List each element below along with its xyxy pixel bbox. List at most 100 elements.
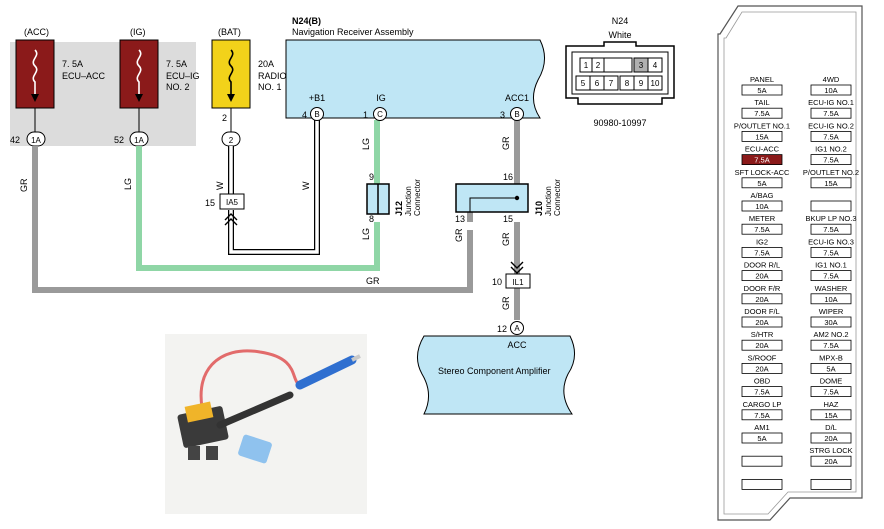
fuse-panel-left-rating: 20A [755, 272, 768, 281]
fuse-panel-right-rating: 7.5A [823, 248, 838, 257]
fuse-acc-pin: 42 [10, 135, 20, 145]
fuse-panel-left-label: DOOR R/L [744, 261, 780, 270]
receiver-body [285, 39, 545, 119]
fuse-panel-left-label: DOOR F/R [744, 284, 781, 293]
fuse-ig-name: ECU–IG [166, 71, 200, 81]
amplifier-pin-num: 12 [497, 324, 507, 334]
receiver-code: N24(B) [292, 16, 321, 26]
fuse-panel-left-rating: 20A [755, 318, 768, 327]
fuse-panel-left-label: CARGO LP [743, 400, 782, 409]
fuse-ig-name2: NO. 2 [166, 82, 190, 92]
fuse-panel-right-rating: 10A [824, 86, 837, 95]
wire-label-gr-1: GR [19, 178, 29, 192]
fuse-panel-left-rating: 7.5A [754, 156, 769, 165]
receiver-pin-acc1 [510, 107, 524, 121]
fuse-panel-left-label: A/BAG [751, 191, 774, 200]
fuse-ig-rating: 7. 5A [166, 59, 187, 69]
receiver-pin-letter-b1: B [314, 110, 319, 119]
fuse-bat-rating: 20A [258, 59, 274, 69]
ia5-pin: 15 [205, 198, 215, 208]
fuse-panel-right-rating: 7.5A [823, 341, 838, 350]
fuse-slot [810, 386, 852, 398]
fuse-panel-right-rating: 30A [824, 318, 837, 327]
wire-label-w-1: W [215, 181, 225, 190]
fuse-slot [810, 455, 852, 467]
fuse-panel-right-label: AM2 NO.2 [813, 330, 848, 339]
receiver-pin-label-ig: IG [376, 93, 386, 103]
fuse-slot [741, 246, 783, 258]
receiver-pin-num-ig: 1 [363, 110, 368, 120]
fuse-panel-left-rating: 5A [757, 179, 766, 188]
fuse-panel-left-label: AM1 [754, 423, 769, 432]
j12-pin-bottom: 8 [369, 214, 374, 224]
fuse-panel-right-label: WIPER [819, 307, 844, 316]
fuse-panel-right-rating: 7.5A [823, 272, 838, 281]
fuse-panel-right-label: WASHER [815, 284, 848, 293]
fuse-slot [810, 362, 852, 374]
connector-pin-label: 2 [596, 61, 601, 70]
receiver-pin-num-acc1: 3 [500, 110, 505, 120]
j12-pin-top: 9 [369, 172, 374, 182]
wire-label-lg-2: LG [361, 138, 371, 150]
fuse-slot-highlighted [741, 154, 783, 166]
fuse-panel-left-rating: 5A [757, 434, 766, 443]
fuse-slot [741, 432, 783, 444]
connector-color: White [608, 30, 631, 40]
fuse-panel-right-rating: 7.5A [823, 132, 838, 141]
fuse-slot [810, 223, 852, 235]
fuse-slot [810, 293, 852, 305]
wire-label-gr-5: GR [501, 296, 511, 310]
j10-sub1: Junction [544, 186, 553, 216]
wire-gr-acc [32, 146, 473, 293]
fuse-acc-rating: 7. 5A [62, 59, 83, 69]
fuse-slot [741, 84, 783, 96]
fuse-slot [741, 339, 783, 351]
connector-pin-cell [647, 57, 663, 73]
fuse-panel-right-label: HAZ [824, 400, 839, 409]
fuse-ig-circuit: (IG) [130, 27, 146, 37]
fuse-slot [741, 130, 783, 142]
fuse-acc-icon [31, 49, 39, 102]
fuse-slot [741, 200, 783, 212]
fuse-bat-circuit: (BAT) [218, 27, 241, 37]
fuse-panel-left-rating: 7.5A [754, 225, 769, 234]
j10-pin-right: 15 [503, 214, 513, 224]
connector-pin-label: 3 [639, 61, 644, 70]
fuse-bat-name2: NO. 1 [258, 82, 282, 92]
fuse-panel-left-rating: 7.5A [754, 388, 769, 397]
wire-label-w-2: W [301, 181, 311, 190]
fuse-slot [810, 154, 852, 166]
fuse-slot [741, 478, 783, 490]
receiver-pin-b1 [310, 107, 324, 121]
fuse-panel-right-rating: 20A [824, 434, 837, 443]
fuse-slot [810, 84, 852, 96]
connector-code: N24 [612, 16, 629, 26]
fuse-slot [810, 270, 852, 282]
fuse-panel-right-rating: 5A [826, 364, 835, 373]
fuse-panel-left-rating: 20A [755, 341, 768, 350]
connector-pin-label: 10 [651, 79, 660, 88]
receiver-name: Navigation Receiver Assembly [292, 27, 414, 37]
j12-code: J12 [394, 201, 404, 216]
fuse-panel-right-rating: 7.5A [823, 388, 838, 397]
wire-label-lg-1: LG [123, 178, 133, 190]
fuse-panel-left-rating: 5A [757, 86, 766, 95]
fuse-slot [810, 177, 852, 189]
fuse-panel-inner-outline [723, 11, 857, 515]
il1-box [505, 273, 531, 289]
amplifier-pin-letter: A [514, 324, 520, 333]
ia5-chevron-icon [224, 213, 238, 226]
fuse-panel-right-rating: 20A [824, 457, 837, 466]
amplifier-pin-label: ACC [507, 340, 527, 350]
receiver-pin-ig [373, 107, 387, 121]
fuse-panel-left-label: DOOR F/L [744, 307, 779, 316]
wire-label-lg-3: LG [361, 228, 371, 240]
connector-pin-label: 7 [609, 79, 614, 88]
connector-pin-label: 6 [595, 79, 600, 88]
fuse-panel-left-label: PANEL [750, 75, 774, 84]
fuse-panel-right-rating: 15A [824, 179, 837, 188]
fuse-panel-right-label: 4WD [823, 75, 840, 84]
fuse-slot [741, 362, 783, 374]
j12-sub1: Junction [404, 186, 413, 216]
fuse-panel-left-label: ECU-ACC [745, 145, 780, 154]
